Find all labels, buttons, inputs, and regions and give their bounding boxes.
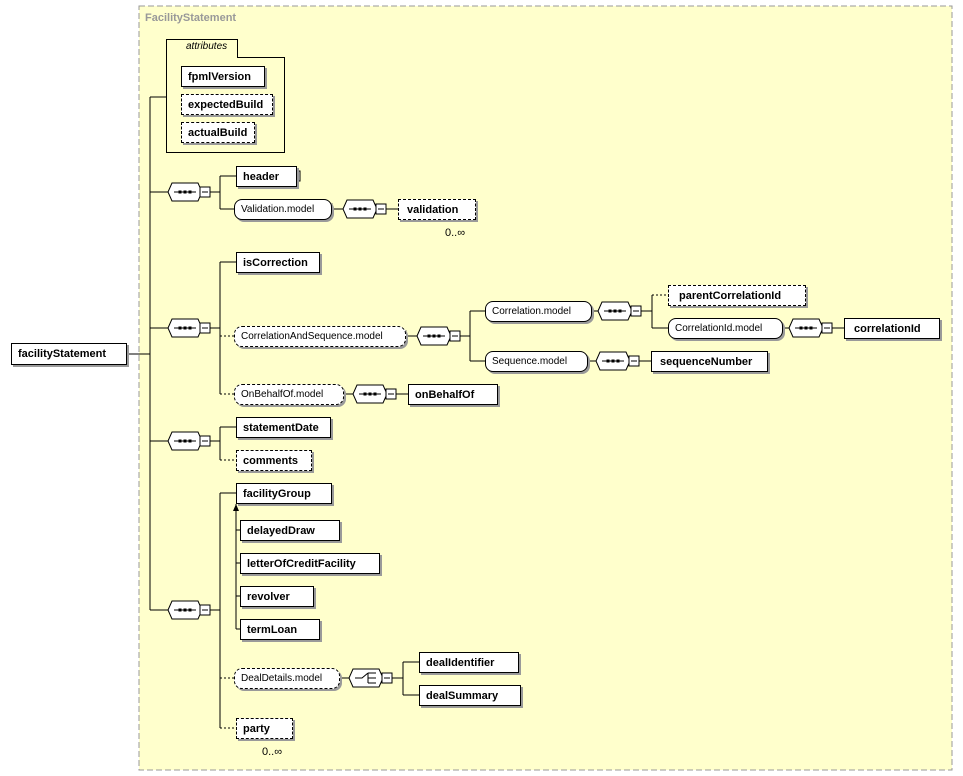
sequence-dot <box>178 190 182 194</box>
element-comments[interactable]: comments <box>236 450 312 471</box>
root-facility-statement[interactable]: facilityStatement <box>11 343 127 365</box>
sequence-dot <box>809 326 813 330</box>
attr-actual-build[interactable]: actualBuild <box>181 122 255 143</box>
validation-occurrence: 0..∞ <box>445 227 466 239</box>
sequence-dot <box>183 326 187 330</box>
element-parent-correlation-id[interactable]: parentCorrelationId <box>668 285 806 306</box>
element-deal-summary[interactable]: dealSummary <box>419 685 521 706</box>
sequence-dot <box>183 439 187 443</box>
sequence-dot <box>363 392 367 396</box>
sequence-dot <box>188 326 192 330</box>
party-occurrence: 0..∞ <box>262 746 283 758</box>
sequence-dot <box>183 190 187 194</box>
sequence-dot <box>353 207 357 211</box>
element-term-loan[interactable]: termLoan <box>240 619 320 640</box>
sequence-dot <box>804 326 808 330</box>
element-statement-date[interactable]: statementDate <box>236 417 331 438</box>
sequence-dot <box>178 439 182 443</box>
choice-compositor <box>348 668 384 688</box>
sequence-dot <box>606 359 610 363</box>
model-correlation-id[interactable]: CorrelationId.model <box>668 318 783 339</box>
sequence-dot <box>432 334 436 338</box>
attributes-tab[interactable] <box>166 39 238 58</box>
element-letter-of-credit-facility[interactable]: letterOfCreditFacility <box>240 553 380 574</box>
element-deal-identifier[interactable]: dealIdentifier <box>419 652 519 673</box>
sequence-dot <box>373 392 377 396</box>
element-on-behalf-of[interactable]: onBehalfOf <box>408 384 498 405</box>
element-party[interactable]: party <box>236 718 293 739</box>
sequence-dot <box>437 334 441 338</box>
sequence-dot <box>427 334 431 338</box>
attr-fpml-version[interactable]: fpmlVersion <box>181 66 265 87</box>
sequence-dot <box>363 207 367 211</box>
sequence-dot <box>188 439 192 443</box>
sequence-dot <box>188 190 192 194</box>
sequence-dot <box>183 608 187 612</box>
sequence-dot <box>616 359 620 363</box>
attributes-label: attributes <box>186 41 228 52</box>
model-correlation-and-sequence[interactable]: CorrelationAndSequence.model <box>234 326 406 347</box>
sequence-dot <box>178 608 182 612</box>
model-sequence[interactable]: Sequence.model <box>485 351 588 372</box>
attr-expected-build[interactable]: expectedBuild <box>181 94 273 115</box>
element-sequence-number[interactable]: sequenceNumber <box>651 351 768 372</box>
sequence-dot <box>613 309 617 313</box>
element-facility-group[interactable]: facilityGroup <box>236 483 332 504</box>
element-delayed-draw[interactable]: delayedDraw <box>240 520 340 541</box>
element-header[interactable]: header <box>236 166 297 187</box>
sequence-dot <box>618 309 622 313</box>
element-validation[interactable]: validation <box>398 199 476 220</box>
sequence-dot <box>178 326 182 330</box>
element-revolver[interactable]: revolver <box>240 586 314 607</box>
sequence-dot <box>358 207 362 211</box>
element-correlation-id[interactable]: correlationId <box>844 318 940 339</box>
substitution-arrow <box>233 504 239 511</box>
model-deal-details[interactable]: DealDetails.model <box>234 668 340 689</box>
sequence-dot <box>611 359 615 363</box>
model-correlation[interactable]: Correlation.model <box>485 301 592 322</box>
sequence-dot <box>799 326 803 330</box>
choice-symbol <box>355 672 376 684</box>
sequence-dot <box>188 608 192 612</box>
element-is-correction[interactable]: isCorrection <box>236 252 320 273</box>
model-validation[interactable]: Validation.model <box>234 199 332 220</box>
model-on-behalf-of[interactable]: OnBehalfOf.model <box>234 384 344 405</box>
sequence-dot <box>368 392 372 396</box>
sequence-dot <box>608 309 612 313</box>
panel-title: FacilityStatement <box>145 12 237 24</box>
